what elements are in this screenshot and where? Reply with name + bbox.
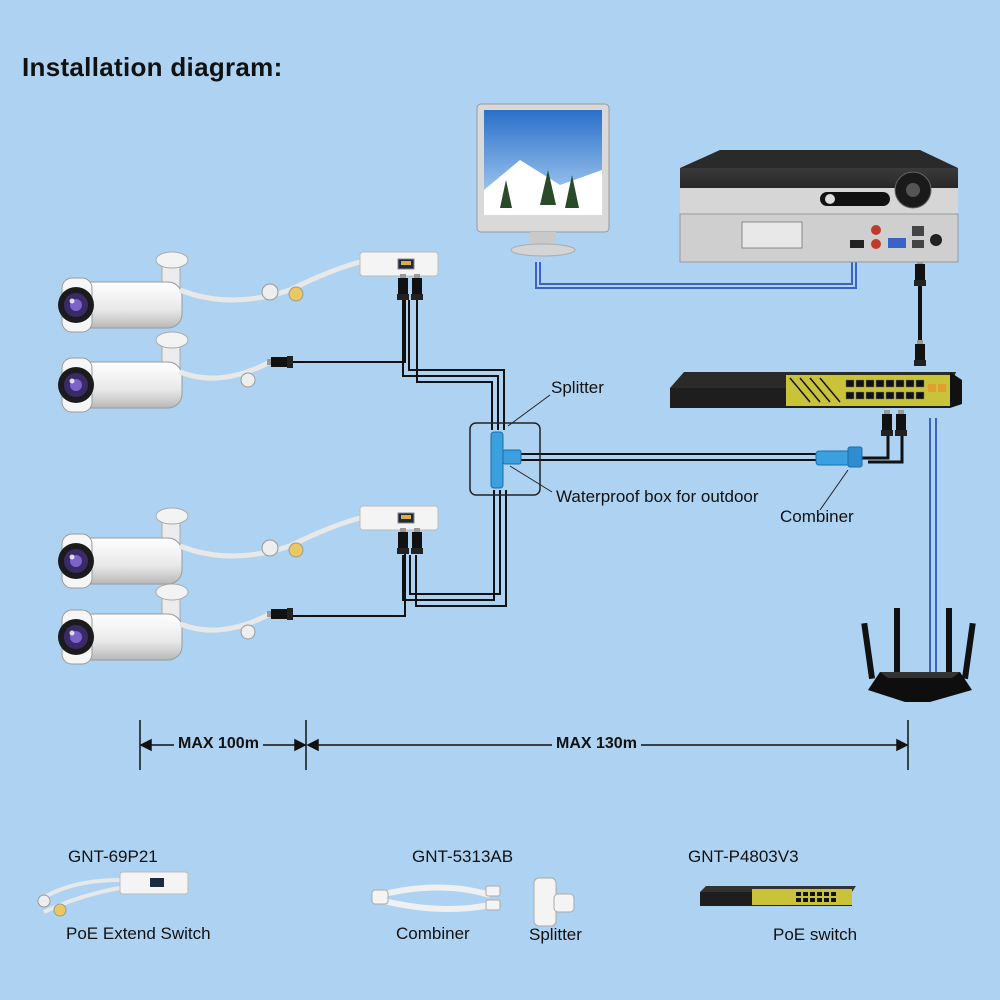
product-model-extender: GNT-69P21	[68, 847, 158, 866]
bullet-camera-icon	[57, 507, 361, 589]
poe-switch-icon	[700, 886, 856, 906]
combiner-label: Combiner	[780, 507, 854, 526]
cable-cam4	[292, 547, 406, 617]
cable-lower-b	[409, 490, 501, 595]
blue-cables	[535, 262, 937, 672]
combiner-icon	[371, 884, 501, 912]
poe-extender-icon	[37, 871, 189, 917]
splitter-icon	[533, 877, 575, 927]
diagram-title: Installation diagram:	[22, 52, 283, 82]
bullet-camera-icon	[57, 583, 293, 665]
product-name-splitter: Splitter	[529, 925, 582, 944]
nvr-icon	[679, 150, 959, 263]
max-100m-label: MAX 100m	[174, 735, 263, 753]
product-name-switch: PoE switch	[773, 925, 858, 944]
splitter-icon	[490, 431, 522, 489]
cable-cam2	[292, 290, 406, 363]
bullet-camera-icon	[57, 251, 361, 333]
router-icon	[861, 608, 976, 702]
cable-upper-b	[408, 300, 505, 430]
cable-lower-c	[415, 490, 507, 607]
cable-lower-a	[402, 490, 495, 601]
poe-switch-icon	[670, 372, 962, 408]
waterproof-box	[469, 422, 541, 496]
cable-monitor-nvr	[535, 262, 857, 289]
cables	[292, 290, 904, 617]
poe-extender-icon	[359, 251, 439, 300]
waterproof-box-label: Waterproof box for outdoor	[556, 487, 759, 506]
product-name-combiner: Combiner	[396, 924, 470, 943]
cable-upper-a	[402, 300, 499, 430]
product-model-switch: GNT-P4803V3	[688, 847, 799, 866]
cable-upper-c	[416, 300, 493, 430]
product-model-combiner: GNT-5313AB	[412, 847, 514, 866]
max-130m-label: MAX 130m	[552, 735, 641, 753]
monitor-icon	[476, 103, 610, 257]
poe-extender-icon	[359, 505, 439, 554]
bullet-camera-icon	[57, 331, 293, 413]
splitter-label: Splitter	[551, 378, 604, 397]
combiner-icon	[815, 446, 863, 468]
product-name-extender: PoE Extend Switch	[66, 924, 211, 943]
